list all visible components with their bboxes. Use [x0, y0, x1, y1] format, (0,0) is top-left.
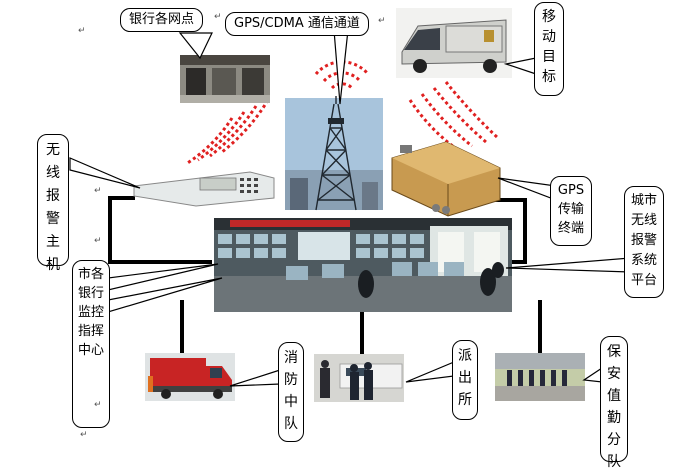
label-gps-terminal: GPS传输终端 [557, 183, 585, 236]
monitoring-center-photo [214, 218, 512, 312]
label-fire-brigade: 消防中队 [284, 350, 298, 432]
callout-fire-brigade: 消防中队 [278, 342, 304, 442]
paragraph-mark: ↵ [94, 186, 102, 196]
label-mobile-target: 移动目标 [542, 9, 556, 85]
paragraph-mark: ↵ [78, 26, 86, 36]
paragraph-mark: ↵ [378, 16, 386, 26]
paragraph-mark: ↵ [80, 430, 88, 440]
label-security-duty-unit: 保安值勤分队 [607, 344, 621, 470]
paragraph-mark: ↵ [214, 12, 222, 22]
fire-engine-photo [145, 353, 235, 401]
callout-bank-monitor-center: 市各银行监控指挥中心 [72, 260, 110, 428]
label-police-station: 派出所 [458, 348, 472, 408]
callout-bank-branches: 银行各网点 [120, 8, 204, 32]
callout-gps-terminal: GPS传输终端 [550, 176, 592, 246]
radio-waves [185, 60, 500, 166]
paragraph-mark: ↵ [94, 236, 102, 246]
label-bank-branches: 银行各网点 [129, 12, 195, 27]
gps-terminal-device [391, 141, 501, 217]
label-bank-monitor-center: 市各银行监控指挥中心 [77, 267, 104, 358]
alarm-host-device [133, 171, 275, 207]
label-city-wireless-alarm-platform: 城市无线报警系统平台 [630, 193, 657, 288]
paragraph-mark: ↵ [94, 400, 102, 410]
callout-police-station: 派出所 [452, 340, 478, 420]
bank-branch-photo [180, 55, 270, 103]
connector-alarm-host-to-center [108, 196, 212, 264]
callout-mobile-target: 移动目标 [534, 2, 564, 96]
network-connectors [108, 196, 542, 355]
callout-gps-cdma-channel: GPS/CDMA 通信通道 [225, 12, 369, 36]
callout-city-wireless-alarm-platform: 城市无线报警系统平台 [624, 186, 664, 298]
security-guards-photo [495, 353, 585, 401]
connector-gps-terminal-to-center [495, 198, 527, 264]
communication-tower-photo [285, 96, 383, 211]
callout-security-duty-unit: 保安值勤分队 [600, 336, 628, 470]
armored-van-photo [396, 8, 512, 78]
callout-wireless-alarm-host: 无线报警主机 [37, 134, 69, 273]
police-officers-photo [314, 354, 404, 402]
label-wireless-alarm-host: 无线报警主机 [46, 142, 60, 273]
label-gps-cdma-channel: GPS/CDMA 通信通道 [234, 16, 360, 31]
